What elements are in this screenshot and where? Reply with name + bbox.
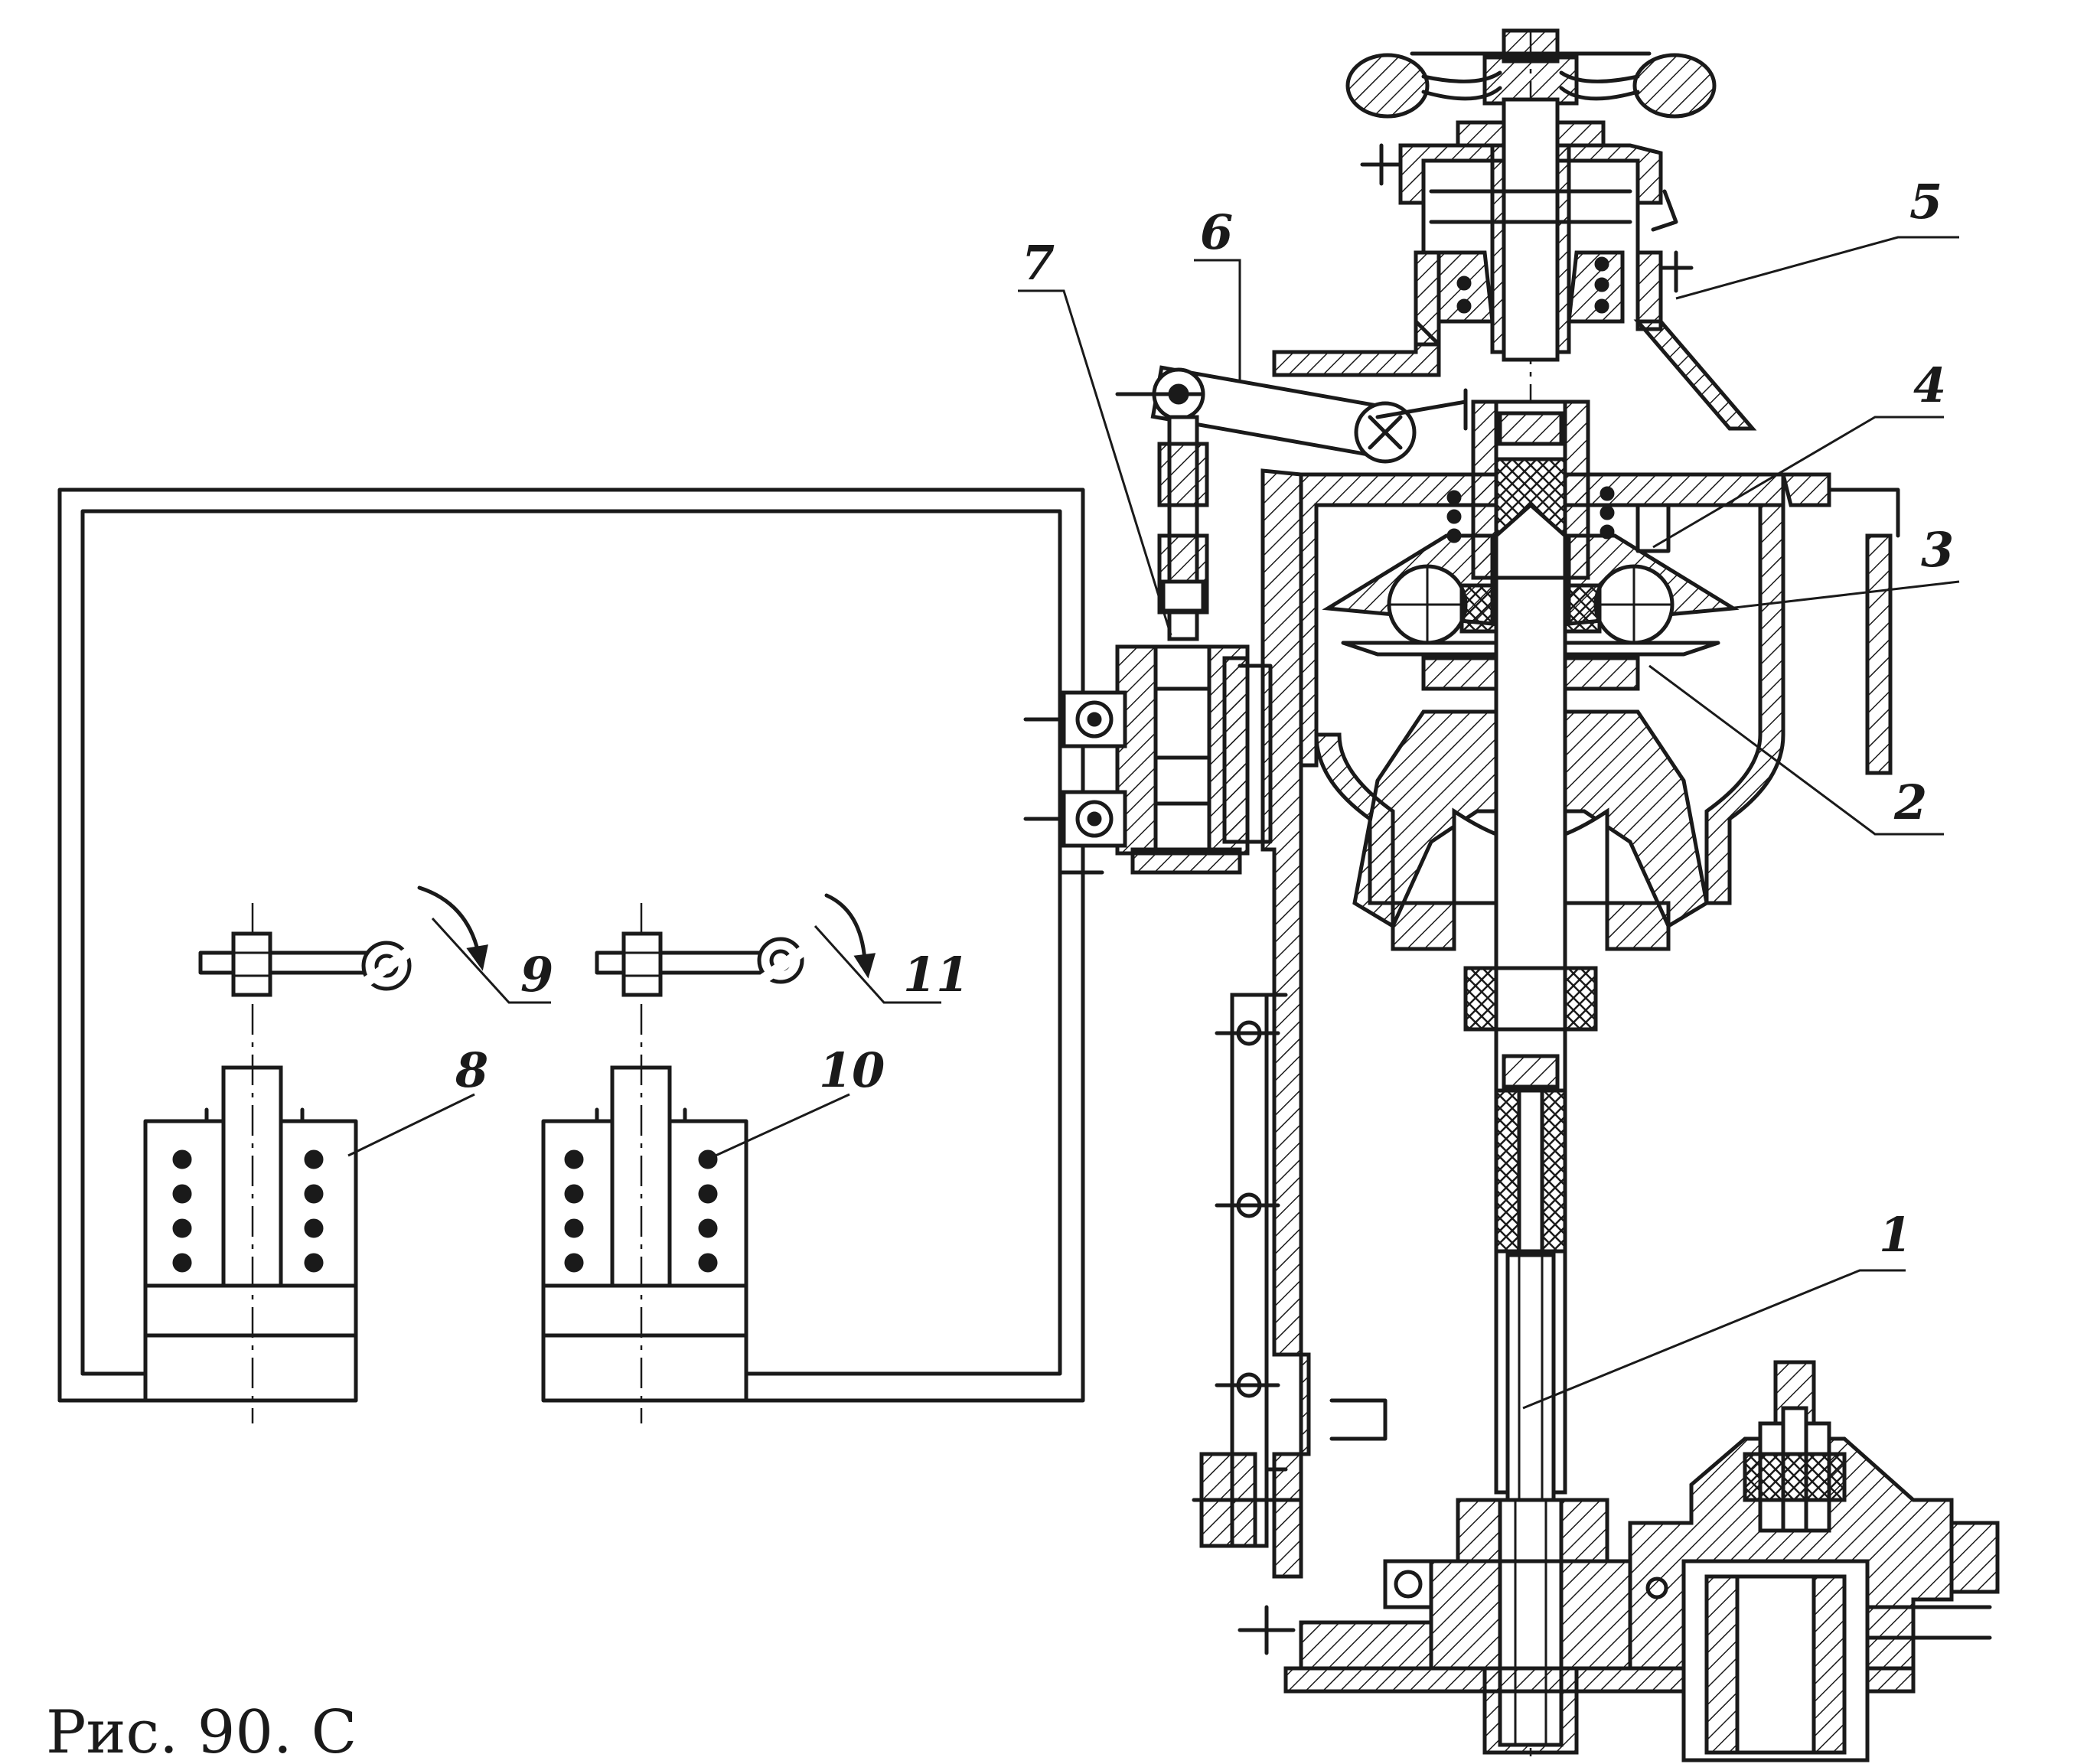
leader-8 [347,1093,475,1157]
coil-10-winding-right [698,1149,718,1273]
leader-6 [1194,259,1241,383]
leader-lines [347,236,1960,1410]
leader-1 [1522,1269,1906,1410]
main-housing [1253,468,1900,1579]
governor [1023,28,2000,1762]
label-7: 7 [1022,235,1055,291]
coil-8-winding-left [172,1149,192,1273]
leader-2 [1648,664,1944,836]
rod-7 [1023,415,1273,875]
coil-8-winding-right [304,1149,324,1273]
side-bracket [1192,993,1303,1548]
label-6: 6 [1200,204,1233,260]
main-shaft [1463,576,1598,1510]
sleeve-assembly [1446,399,1671,580]
leader-4 [1652,416,1944,549]
label-11: 11 [903,947,969,1003]
label-2: 2 [1893,774,1927,830]
leader-3 [1694,580,1960,614]
coil-8 [143,903,358,1423]
label-10: 10 [819,1042,885,1098]
link-6 [1115,365,1468,464]
figure-caption: Рис. 90. С [46,1698,357,1764]
upper-housing [1272,97,1757,431]
lever-11 [595,893,878,1031]
gearbox [1238,1360,2000,1762]
coil-10-winding-left [564,1149,584,1273]
leader-7 [1018,289,1172,636]
leader-5 [1675,236,1959,300]
leader-10 [715,1093,850,1157]
coil-10 [541,903,748,1423]
lever-9 [198,787,641,1027]
label-3: 3 [1921,522,1954,578]
label-5: 5 [1909,174,1942,230]
leader-11 [814,924,941,1004]
leader-9 [431,917,551,1004]
label-4: 4 [1913,357,1946,413]
part-labels: 1 2 3 4 5 6 7 8 9 10 11 [455,174,1954,1263]
handwheel [1345,28,1717,119]
label-1: 1 [1879,1207,1912,1263]
label-8: 8 [455,1042,488,1098]
label-9: 9 [520,947,553,1003]
